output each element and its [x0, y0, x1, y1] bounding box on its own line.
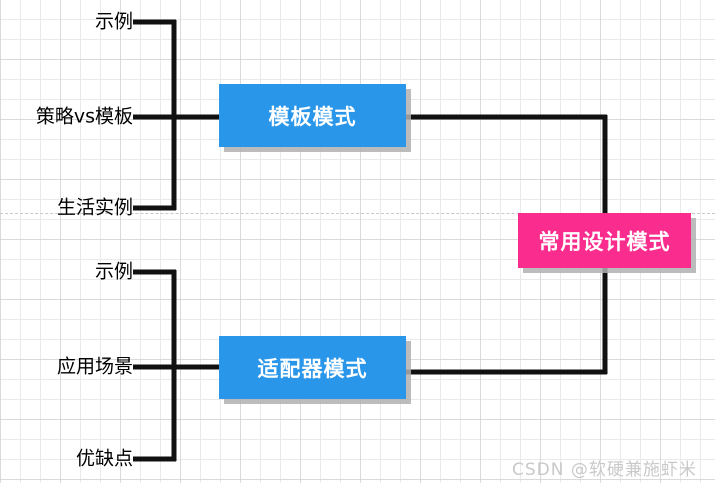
leaf-label-life-case[interactable]: 生活实例: [56, 196, 133, 219]
leaf-label-template-example[interactable]: 示例: [94, 10, 133, 33]
leaf-label-pros-cons[interactable]: 优缺点: [75, 447, 133, 470]
page-break-guide: [0, 213, 715, 214]
node-common-design-patterns[interactable]: 常用设计模式: [518, 213, 691, 268]
csdn-watermark: CSDN @软硬兼施虾米: [512, 460, 697, 480]
leaf-label-strategy-vs-template[interactable]: 策略vs模板: [35, 105, 133, 128]
leaf-label-use-case[interactable]: 应用场景: [56, 355, 133, 378]
leaf-label-adapter-example[interactable]: 示例: [94, 260, 133, 283]
node-adapter-pattern[interactable]: 适配器模式: [219, 336, 406, 399]
node-template-pattern[interactable]: 模板模式: [219, 84, 406, 147]
